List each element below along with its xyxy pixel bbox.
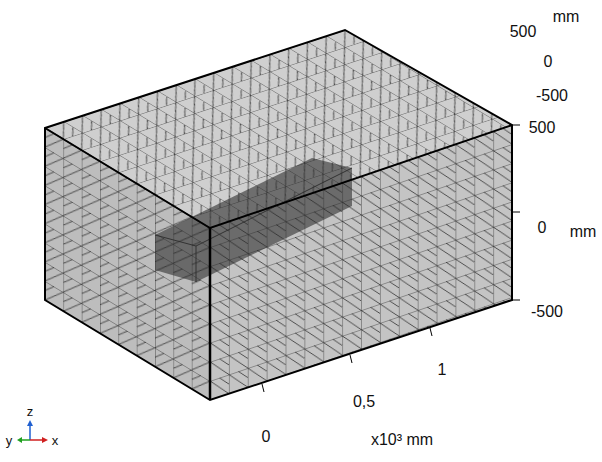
tick-value: 500: [529, 119, 556, 137]
box-edge: [209, 228, 212, 400]
tick-value: -500: [531, 303, 563, 321]
tick-value: 0: [538, 219, 547, 237]
axis-name: y: [6, 432, 13, 450]
mesh-side: [210, 125, 512, 400]
axis-name: z: [27, 403, 34, 421]
box-outline: [45, 30, 512, 400]
tick-value: 1: [438, 361, 447, 379]
tick-value: 0,5: [353, 393, 375, 411]
tick-value: -500: [536, 87, 568, 105]
axis-triad: [17, 420, 48, 443]
axis-ticks: [262, 125, 520, 392]
unit-label: mm: [553, 8, 580, 26]
tick-value: 500: [510, 23, 537, 41]
mesh-front: [45, 128, 210, 400]
unit-label: mm: [570, 223, 597, 241]
unit-label: x10³ mm: [371, 431, 433, 449]
axis-name: x: [52, 432, 59, 450]
tick-value: 0: [262, 428, 271, 446]
tick-value: 0: [544, 53, 553, 71]
box-edge: [45, 125, 512, 228]
